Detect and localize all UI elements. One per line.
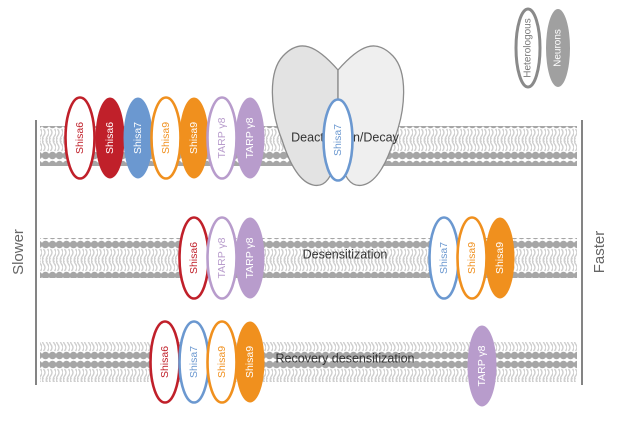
subunit-label: Shisa7 bbox=[132, 122, 144, 154]
subunit-label: Shisa6 bbox=[159, 346, 171, 378]
subunit-label: Shisa9 bbox=[494, 242, 506, 274]
subunit-tarp-8-heterologous: TARP γ8 bbox=[206, 216, 238, 300]
subunit-shisa6-heterologous: Shisa6 bbox=[149, 320, 181, 404]
subunit-ellipse bbox=[179, 97, 209, 179]
subunit-shisa6-neurons: Shisa6 bbox=[95, 97, 125, 179]
legend-neurons-swatch bbox=[546, 9, 570, 87]
faster-label: Faster bbox=[591, 231, 608, 274]
subunit-label: Shisa9 bbox=[244, 346, 256, 378]
subunit-shisa6-heterologous: Shisa6 bbox=[178, 216, 210, 300]
subunit-shisa9-neurons: Shisa9 bbox=[235, 321, 265, 403]
subunit-tarp-8-heterologous: TARP γ8 bbox=[206, 96, 238, 180]
subunit-tarp-8-neurons: TARP γ8 bbox=[235, 97, 265, 179]
subunit-shisa7-neurons: Shisa7 bbox=[123, 97, 153, 179]
subunit-label: TARP γ8 bbox=[216, 117, 228, 158]
subunit-label: Shisa7 bbox=[188, 346, 200, 378]
subunit-label: Shisa9 bbox=[188, 122, 200, 154]
ampa-receptor-icon bbox=[271, 45, 405, 187]
subunit-ellipse bbox=[485, 217, 515, 299]
subunit-ellipse bbox=[95, 97, 125, 179]
legend: Heterologous Neurons bbox=[514, 7, 570, 89]
subunit-tarp-8-neurons: TARP γ8 bbox=[235, 217, 265, 299]
subunit-shisa9-heterologous: Shisa9 bbox=[150, 96, 182, 180]
subunit-tarp-8-neurons: TARP γ8 bbox=[467, 325, 497, 407]
row-label: Desensitization bbox=[303, 247, 388, 261]
subunit-ellipse bbox=[64, 96, 96, 180]
subunit-shisa6-heterologous: Shisa6 bbox=[64, 96, 96, 180]
row-label: Recovery desensitization bbox=[276, 351, 415, 365]
subunit-label: TARP γ8 bbox=[244, 237, 256, 278]
subunit-shisa9-neurons: Shisa9 bbox=[179, 97, 209, 179]
subunit-label: Shisa7 bbox=[438, 242, 450, 274]
subunit-label: Shisa9 bbox=[216, 346, 228, 378]
slower-label: Slower bbox=[10, 229, 27, 275]
subunit-shisa7-heterologous: Shisa7 bbox=[428, 216, 460, 300]
subunit-label: Shisa6 bbox=[104, 122, 116, 154]
subunit-label: Shisa6 bbox=[188, 242, 200, 274]
subunit-label: Shisa6 bbox=[74, 122, 86, 154]
subunit-ellipse bbox=[235, 217, 265, 299]
subunit-label: TARP γ8 bbox=[476, 345, 488, 386]
subunit-ellipse bbox=[467, 325, 497, 407]
subunit-label: TARP γ8 bbox=[216, 237, 228, 278]
subunit-label: Shisa9 bbox=[160, 122, 172, 154]
legend-neurons-label: Neurons bbox=[553, 29, 564, 67]
subunit-shisa7-heterologous: Shisa7 bbox=[178, 320, 210, 404]
subunit-shisa9-neurons: Shisa9 bbox=[485, 217, 515, 299]
subunit-label: TARP γ8 bbox=[244, 117, 256, 158]
subunit-label: Shisa9 bbox=[466, 242, 478, 274]
subunit-ellipse bbox=[235, 321, 265, 403]
subunit-ellipse bbox=[322, 98, 354, 182]
subunit-shisa9-heterologous: Shisa9 bbox=[206, 320, 238, 404]
legend-heterologous-label: Heterologous bbox=[523, 18, 534, 77]
subunit-shisa7-heterologous: Shisa7 bbox=[322, 98, 354, 182]
subunit-shisa9-heterologous: Shisa9 bbox=[456, 216, 488, 300]
legend-heterologous-swatch bbox=[514, 7, 542, 89]
subunit-ellipse bbox=[123, 97, 153, 179]
subunit-ellipse bbox=[235, 97, 265, 179]
subunit-label: Shisa7 bbox=[332, 124, 344, 156]
